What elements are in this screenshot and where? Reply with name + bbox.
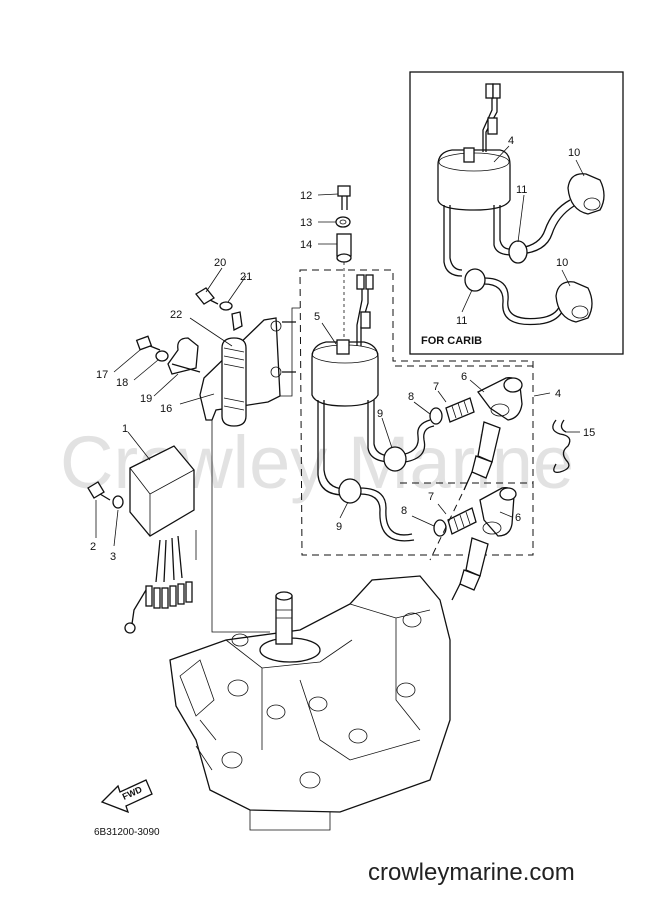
inset-callout-11-upper: 11 <box>516 184 527 196</box>
spark-plug-upper <box>463 421 501 491</box>
spark-plug-cap-upper <box>429 377 523 425</box>
callout-9-lower: 9 <box>336 521 342 533</box>
callout-12: 12 <box>300 190 312 202</box>
website-link[interactable]: crowleymarine.com <box>368 859 575 886</box>
inset-frame <box>409 71 624 355</box>
grommet-upper <box>383 446 407 472</box>
bracket-washer <box>219 301 233 311</box>
inset-plug-cap-lower <box>555 281 593 323</box>
wire-clip <box>552 419 571 473</box>
inset-label: FOR CARIB <box>421 335 482 347</box>
callout-6-upper: 6 <box>461 371 467 383</box>
coil-bolt <box>337 185 351 210</box>
callout-15: 15 <box>583 427 595 439</box>
cable-clamp <box>167 337 201 375</box>
fwd-arrow: FWD <box>100 779 153 814</box>
inset-carburetor-version: FOR CARIB <box>409 71 624 355</box>
callout-22: 22 <box>170 309 182 321</box>
inset-callout-10-lower: 10 <box>556 257 568 269</box>
callout-7-upper: 7 <box>433 381 439 393</box>
engine-block <box>169 575 451 831</box>
inset-callout-4: 4 <box>508 135 514 147</box>
inset-callout-11-lower: 11 <box>456 315 467 327</box>
callout-3: 3 <box>110 551 116 563</box>
callout-8-lower: 8 <box>401 505 407 517</box>
cdi-washer <box>112 495 124 509</box>
callout-14: 14 <box>300 239 312 251</box>
spark-plug-lower <box>451 537 489 601</box>
callout-8-upper: 8 <box>408 391 414 403</box>
cdi-bolt <box>87 481 111 501</box>
coil-assembly-boundary <box>299 269 534 556</box>
inset-callout-10-upper: 10 <box>568 147 580 159</box>
callout-16: 16 <box>160 403 172 415</box>
condenser <box>221 337 247 427</box>
clamp-washer <box>155 350 169 362</box>
coil-washer <box>335 216 351 228</box>
callout-20: 20 <box>214 257 226 269</box>
cdi-unit <box>124 445 195 634</box>
inset-plug-cap-upper <box>567 173 605 215</box>
callout-21: 21 <box>240 271 252 283</box>
inset-ignition-coil <box>437 83 513 277</box>
leader-lines <box>95 145 585 547</box>
callout-17: 17 <box>96 369 108 381</box>
callout-19: 19 <box>140 393 152 405</box>
bracket-clamp <box>231 311 243 331</box>
callouts: 1 2 3 4 5 6 6 7 7 8 8 9 9 12 13 14 15 16… <box>90 135 595 563</box>
inset-grommet-lower <box>464 268 486 292</box>
callout-9-upper: 9 <box>377 408 383 420</box>
callout-13: 13 <box>300 217 312 229</box>
callout-2: 2 <box>90 541 96 553</box>
spark-plug-cap-lower <box>433 487 517 537</box>
callout-1: 1 <box>122 423 128 435</box>
grommet-lower <box>338 478 362 504</box>
diagram-code: 6B31200-3090 <box>94 827 160 838</box>
inset-grommet-upper <box>508 240 528 264</box>
clamp-bolt <box>135 335 161 351</box>
coil-collar <box>336 233 352 263</box>
coil-bracket <box>199 317 296 421</box>
callout-7-lower: 7 <box>428 491 434 503</box>
callout-5: 5 <box>314 311 320 323</box>
callout-18: 18 <box>116 377 128 389</box>
callout-6-lower: 6 <box>515 512 521 524</box>
callout-4: 4 <box>555 388 561 400</box>
bracket-screw <box>195 287 219 305</box>
